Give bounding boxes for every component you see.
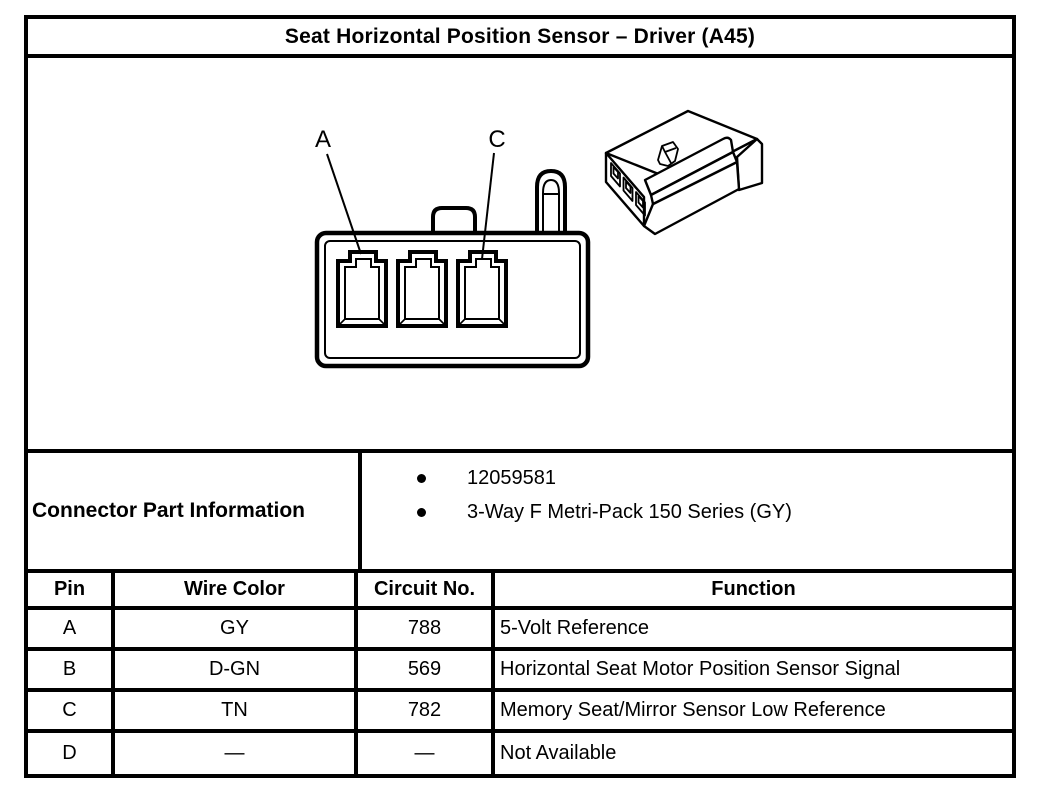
page-title: Seat Horizontal Position Sensor – Driver… — [284, 24, 756, 48]
connector-diagram: A C — [314, 109, 764, 369]
connector-series: 3-Way F Metri-Pack 150 Series (GY) — [467, 500, 792, 523]
table-row: C TN 782 Memory Seat/Mirror Sensor Low R… — [28, 692, 1012, 733]
function-cell: Memory Seat/Mirror Sensor Low Reference — [500, 699, 886, 721]
iso-flange-step — [649, 150, 739, 206]
pin-a-label: A — [315, 126, 331, 153]
connector-part-info-label: Connector Part Information — [32, 499, 306, 522]
connector-part-info-row: Connector Part Information 12059581 3-Wa… — [28, 453, 1012, 573]
pin-table-header-row: Pin Wire Color Circuit No. Function — [28, 573, 1012, 610]
column-header-wire-color: Wire Color — [115, 573, 358, 606]
face-top-tab — [431, 206, 477, 235]
table-row: A GY 788 5-Volt Reference — [28, 610, 1012, 651]
diagram-area: A C — [28, 58, 1012, 453]
circuit-no-cell: 782 — [358, 692, 495, 729]
wire-color-cell: — — [115, 733, 358, 774]
connector-part-info-list-cell: 12059581 3-Way F Metri-Pack 150 Series (… — [362, 453, 1012, 569]
face-lock-loop-inner — [542, 178, 560, 235]
connector-face-view — [314, 152, 591, 369]
title-bar: Seat Horizontal Position Sensor – Driver… — [28, 19, 1012, 58]
list-item: 3-Way F Metri-Pack 150 Series (GY) — [362, 495, 1012, 529]
circuit-no-cell: — — [358, 733, 495, 774]
function-cell: Not Available — [500, 742, 617, 764]
connector-iso-view — [604, 109, 764, 236]
connector-part-info-label-cell: Connector Part Information — [28, 453, 362, 569]
iso-latch-nub — [657, 141, 679, 167]
function-cell: Horizontal Seat Motor Position Sensor Si… — [500, 658, 901, 680]
iso-terminal-holes — [610, 162, 646, 217]
wire-color-cell: GY — [115, 610, 358, 647]
pin-cell: B — [28, 651, 115, 688]
column-header-function: Function — [711, 578, 796, 600]
iso-flange-upper — [643, 136, 735, 197]
connector-info-sheet: Seat Horizontal Position Sensor – Driver… — [24, 15, 1016, 778]
wire-color-cell: D-GN — [115, 651, 358, 688]
face-cavity-c — [456, 250, 508, 328]
face-cavity-a — [336, 250, 388, 328]
leader-line-pin-c — [481, 152, 495, 260]
pin-c-label: C — [488, 126, 505, 153]
pin-cell: C — [28, 692, 115, 729]
column-header-pin: Pin — [28, 573, 115, 606]
wire-color-cell: TN — [115, 692, 358, 729]
face-cavity-b — [396, 250, 448, 328]
iso-right-face — [735, 137, 764, 192]
bullet-icon — [417, 507, 426, 517]
circuit-no-cell: 569 — [358, 651, 495, 688]
bullet-icon — [417, 473, 426, 483]
pin-cell: A — [28, 610, 115, 647]
pin-cell: D — [28, 733, 115, 774]
part-number: 12059581 — [467, 466, 556, 489]
list-item: 12059581 — [362, 461, 1012, 495]
table-row: D — — Not Available — [28, 733, 1012, 774]
iso-front-body — [642, 160, 741, 236]
table-row: B D-GN 569 Horizontal Seat Motor Positio… — [28, 651, 1012, 692]
face-lock-loop-outer — [535, 168, 567, 235]
circuit-no-cell: 788 — [358, 610, 495, 647]
face-body-outer — [314, 230, 591, 369]
leader-line-pin-a — [326, 153, 362, 255]
column-header-circuit-no: Circuit No. — [358, 573, 495, 606]
function-cell: 5-Volt Reference — [500, 617, 649, 639]
face-body-inner — [324, 240, 581, 359]
